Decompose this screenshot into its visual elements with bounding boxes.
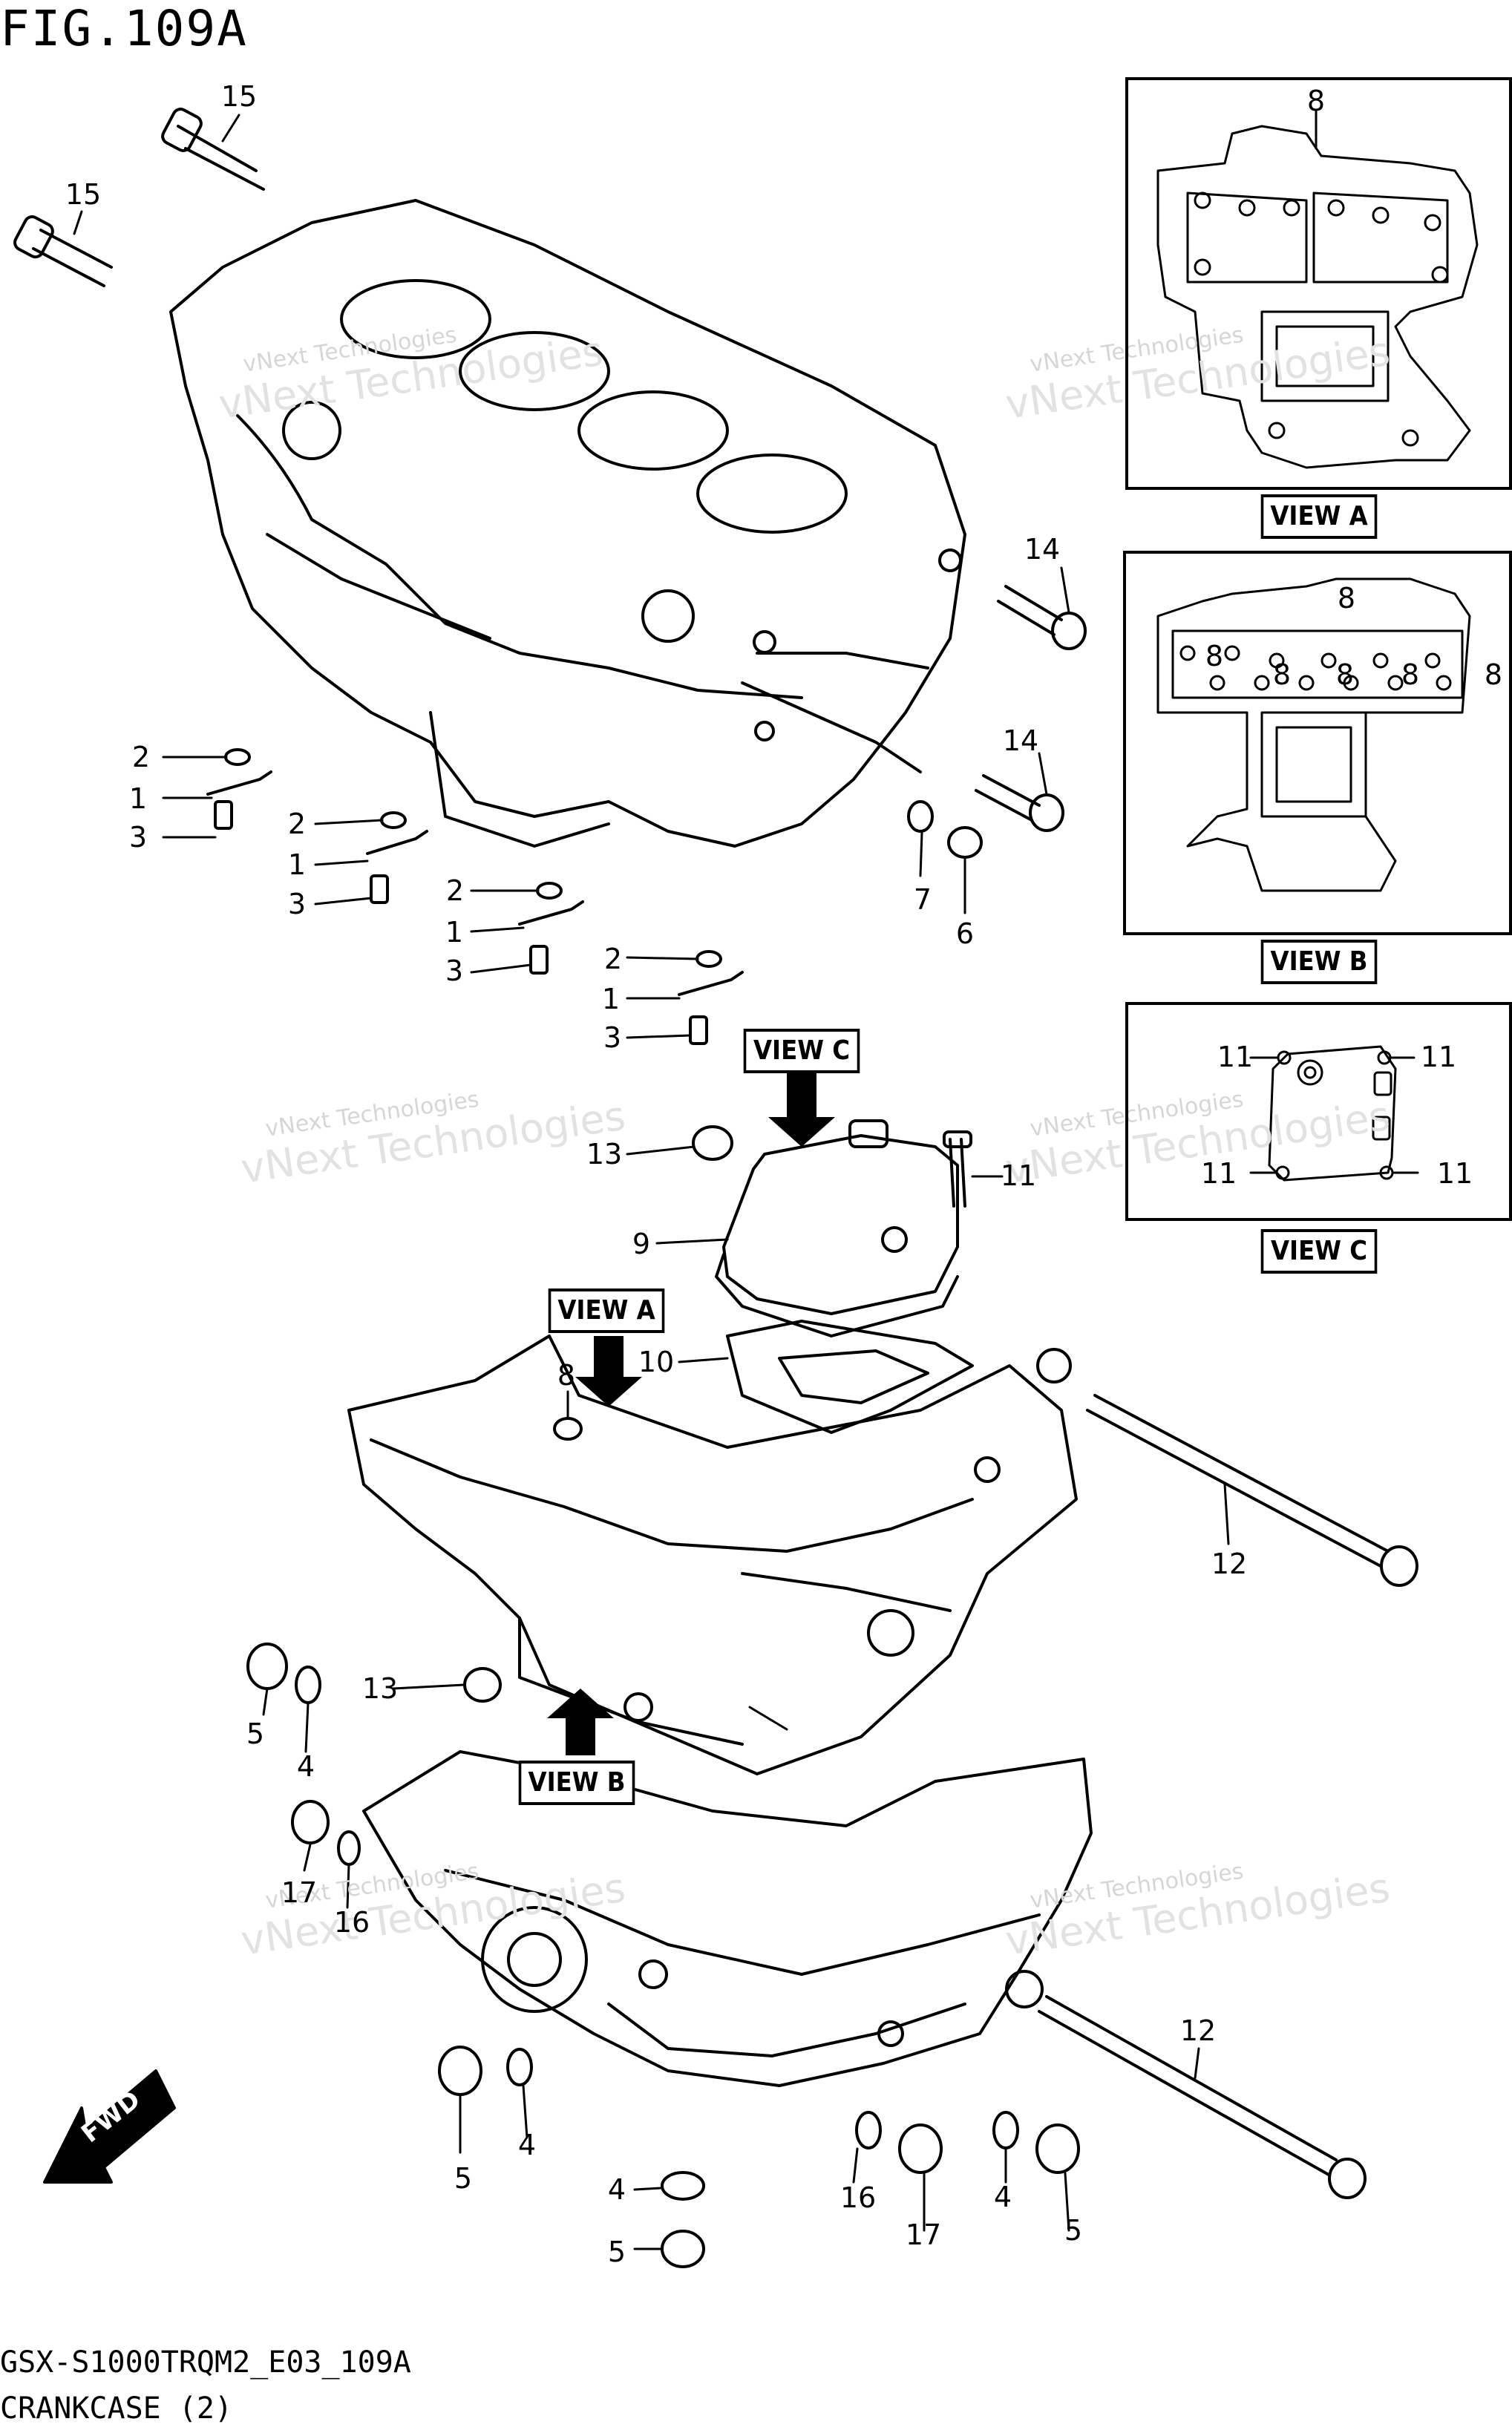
- fwd-arrow-icon: [43, 2069, 176, 2184]
- callout-12: 12: [1211, 1548, 1248, 1580]
- view-c-box: [1125, 1002, 1512, 1221]
- callout-4: 4: [296, 1750, 315, 1783]
- view-c-callout-11: 11: [1436, 1157, 1473, 1190]
- view-a-detail: [1156, 110, 1479, 469]
- view-a-box: [1125, 77, 1512, 490]
- view-b-detail: [1156, 577, 1471, 892]
- view-a-callout-8: 8: [1306, 85, 1326, 117]
- callout-3: 3: [287, 888, 307, 920]
- callout-9: 9: [632, 1228, 651, 1260]
- callout-1: 1: [128, 782, 148, 815]
- middle-crankcase: [347, 1335, 1078, 1775]
- view-b-callout-8: 8: [1272, 658, 1292, 691]
- callout-1: 1: [287, 848, 307, 881]
- view-a-arrow: [575, 1336, 642, 1407]
- callout-17: 17: [281, 1876, 318, 1909]
- callout-13: 13: [361, 1672, 399, 1705]
- figure-title: FIG.109A: [0, 0, 248, 57]
- callout-5: 5: [246, 1717, 265, 1750]
- callout-16: 16: [840, 2181, 877, 2214]
- callout-15: 15: [220, 80, 258, 113]
- callout-6: 6: [955, 917, 975, 950]
- lower-crankcase: [362, 1750, 1093, 2087]
- view-c-callout-11: 11: [1420, 1041, 1457, 1073]
- view-a-label: VIEW A: [1260, 494, 1378, 539]
- callout-3: 3: [445, 954, 464, 987]
- view-b-callout-8: 8: [1401, 658, 1420, 691]
- callout-4: 4: [607, 2173, 626, 2206]
- callout-15: 15: [65, 178, 102, 211]
- view-b-callout-8: 8: [1205, 640, 1224, 672]
- callout-11: 11: [1000, 1159, 1037, 1192]
- view-c-detail: [1249, 1045, 1419, 1182]
- callout-4: 4: [993, 2181, 1012, 2213]
- view-b-box: [1123, 551, 1512, 935]
- callout-4: 4: [517, 2129, 537, 2161]
- oil-strainer-cover: [715, 1119, 974, 1434]
- callout-2: 2: [445, 874, 465, 907]
- callout-2: 2: [287, 808, 307, 840]
- view-a-pointer-label: VIEW A: [548, 1288, 665, 1333]
- view-b-callout-8: 8: [1484, 658, 1503, 691]
- view-c-arrow: [768, 1069, 835, 1147]
- callout-5: 5: [607, 2236, 626, 2268]
- callout-14: 14: [1002, 724, 1039, 757]
- callout-13: 13: [586, 1138, 623, 1170]
- callout-12: 12: [1179, 2014, 1217, 2047]
- view-c-callout-11: 11: [1200, 1157, 1237, 1190]
- callout-8: 8: [557, 1359, 576, 1392]
- part-group-title: CRANKCASE (2): [0, 2391, 233, 2426]
- callout-5: 5: [1064, 2214, 1083, 2247]
- model-code: GSX-S1000TRQM2_E03_109A: [0, 2345, 411, 2380]
- view-b-pointer-label: VIEW B: [518, 1761, 635, 1805]
- callout-2: 2: [131, 741, 151, 773]
- view-b-callout-8: 8: [1335, 658, 1355, 691]
- view-c-label: VIEW C: [1260, 1229, 1378, 1274]
- callout-5: 5: [454, 2162, 473, 2195]
- callout-3: 3: [603, 1021, 622, 1054]
- view-b-label: VIEW B: [1260, 940, 1378, 984]
- callout-17: 17: [905, 2218, 942, 2251]
- callout-10: 10: [638, 1346, 675, 1378]
- callout-2: 2: [603, 943, 623, 975]
- view-c-pointer-label: VIEW C: [743, 1029, 860, 1073]
- view-b-callout-8: 8: [1337, 582, 1356, 615]
- view-b-arrow: [547, 1689, 614, 1755]
- callout-1: 1: [445, 916, 464, 949]
- callout-7: 7: [913, 883, 932, 916]
- callout-3: 3: [128, 821, 148, 854]
- view-c-callout-11: 11: [1217, 1041, 1254, 1073]
- callout-14: 14: [1024, 533, 1061, 566]
- callout-16: 16: [333, 1906, 370, 1939]
- upper-crankcase: [169, 199, 966, 848]
- callout-1: 1: [601, 983, 621, 1015]
